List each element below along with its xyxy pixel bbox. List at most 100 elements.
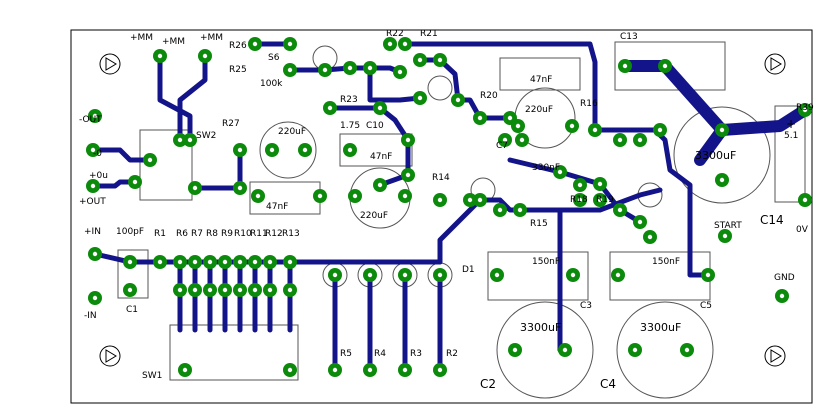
label-in-plus: +IN (84, 227, 101, 237)
pad-hole (287, 287, 293, 293)
pad-hole (147, 157, 153, 163)
pad-hole (287, 259, 293, 265)
pad-hole (632, 347, 638, 353)
pad-hole (517, 207, 523, 213)
label-c5: C5 (700, 301, 713, 311)
label-sw2: SW2 (196, 131, 217, 141)
pad-hole (405, 137, 411, 143)
pad-hole (494, 272, 500, 278)
label-r26: R26 (229, 41, 247, 51)
pad-hole (255, 193, 261, 199)
pad-hole (402, 41, 408, 47)
label-c1v: 100pF (116, 227, 145, 237)
pad-hole (182, 367, 188, 373)
label-d1: D1 (462, 265, 475, 275)
label-r12: R12 (265, 229, 283, 239)
label-out-minus2: -0 (93, 149, 102, 159)
pad-hole (437, 272, 443, 278)
pad-hole (802, 107, 808, 113)
label-c150a: 150nF (532, 257, 561, 267)
pad-hole (207, 287, 213, 293)
pad-hole (455, 97, 461, 103)
pad-hole (187, 137, 193, 143)
pad-hole (502, 137, 508, 143)
pad-hole (512, 347, 518, 353)
label-c7: C7 (496, 141, 509, 151)
label-r39: R39 (796, 103, 814, 113)
label-100k: 100k (260, 79, 283, 89)
label-r10: R10 (234, 229, 252, 239)
pad-hole (322, 67, 328, 73)
pad-hole (367, 367, 373, 373)
pad-hole (402, 193, 408, 199)
pad-hole (570, 272, 576, 278)
pad-hole (719, 177, 725, 183)
pad-hole (252, 41, 258, 47)
label-c47a: 47nF (266, 202, 289, 212)
label-r7: R7 (191, 229, 203, 239)
label-r1: R1 (154, 229, 166, 239)
pad-hole (802, 197, 808, 203)
pad-hole (722, 233, 728, 239)
label-c3: C3 (580, 301, 593, 311)
pad-hole (647, 234, 653, 240)
pad-hole (417, 95, 423, 101)
pad-hole (402, 367, 408, 373)
label-r5: R5 (340, 349, 352, 359)
label-175: 1.75 (340, 121, 361, 131)
label-r8: R8 (206, 229, 218, 239)
label-r6: R6 (176, 229, 188, 239)
pad-hole (387, 41, 393, 47)
label-out-plus: +OUT (79, 197, 106, 207)
label-r15: R15 (530, 219, 548, 229)
pad-hole (192, 287, 198, 293)
label-plus: + (786, 117, 797, 131)
label-c10v: 47nF (370, 152, 393, 162)
pad-hole (267, 259, 273, 265)
pad-hole (287, 67, 293, 73)
pad-hole (192, 185, 198, 191)
pad-hole (252, 259, 258, 265)
pad-hole (132, 179, 138, 185)
label-r21: R21 (420, 29, 438, 39)
pad-hole (377, 105, 383, 111)
pad-hole (617, 207, 623, 213)
pad-hole (332, 367, 338, 373)
pad-hole (347, 65, 353, 71)
pad-hole (592, 127, 598, 133)
pad-hole (237, 147, 243, 153)
label-s6: S6 (268, 53, 280, 63)
label-c9v: 47nF (530, 75, 553, 85)
pad-hole (467, 197, 473, 203)
pad-hole (377, 182, 383, 188)
pad-hole (437, 197, 443, 203)
pad-hole (477, 115, 483, 121)
pad-hole (222, 287, 228, 293)
label-c3500: 3300uF (695, 149, 737, 162)
pad-hole (519, 137, 525, 143)
label-mm3: +MM (200, 33, 224, 43)
pad-hole (597, 197, 603, 203)
pad-hole (237, 259, 243, 265)
pad-hole (569, 123, 575, 129)
label-r22: R22 (386, 29, 404, 39)
pad-hole (207, 259, 213, 265)
pad-hole (352, 193, 358, 199)
label-r23: R23 (340, 95, 358, 105)
label-r16: R16 (580, 99, 598, 109)
pad-hole (597, 181, 603, 187)
label-r3: R3 (410, 349, 422, 359)
label-r11: R11 (250, 229, 268, 239)
label-c220c: 220uF (360, 211, 389, 221)
label-r18: R18 (570, 195, 588, 205)
label-r4: R4 (374, 349, 386, 359)
pad-hole (90, 147, 96, 153)
pad-hole (202, 53, 208, 59)
pad-hole (92, 113, 98, 119)
label-gnd: GND (774, 273, 795, 283)
label-out-minus: -OUT (79, 115, 102, 125)
pad-hole (515, 123, 521, 129)
label-c4: C4 (600, 377, 617, 391)
pad-hole (237, 185, 243, 191)
pad-hole (657, 127, 663, 133)
